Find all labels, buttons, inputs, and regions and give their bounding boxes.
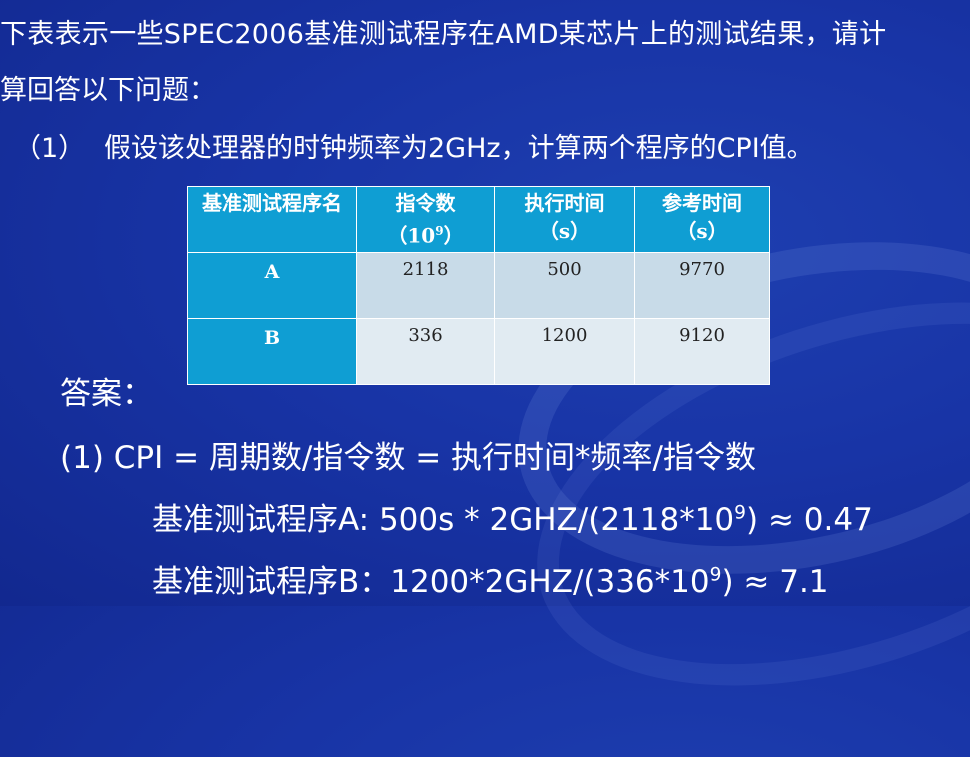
cpi-formula: (1) CPI = 周期数/指令数 = 执行时间*频率/指令数 xyxy=(60,440,756,476)
cell-ref-time: 9770 xyxy=(634,251,770,319)
calc-benchmark-b: 基准测试程序B：1200*2GHZ/(336*109) ≈ 7.1 xyxy=(152,564,829,600)
cell-ref-time: 9120 xyxy=(634,317,770,386)
cell-instructions: 2118 xyxy=(356,251,495,319)
question-number: （1） xyxy=(14,133,86,164)
cell-exec-time: 1200 xyxy=(494,317,635,386)
cell-exec-time: 500 xyxy=(494,251,635,319)
header-instruction-count: 指令数 （109） xyxy=(356,186,495,253)
benchmark-table: 基准测试程序名 指令数 （109） 执行时间 （s） 参考时间 （s） A 21… xyxy=(187,186,770,386)
header-ref-time: 参考时间 （s） xyxy=(634,186,770,253)
intro-line-1: 下表表示一些SPEC2006基准测试程序在AMD某芯片上的测试结果，请计 xyxy=(0,19,887,50)
table-row: B 336 1200 9120 xyxy=(187,317,770,386)
row-name: B xyxy=(187,317,357,386)
table-row: A 2118 500 9770 xyxy=(187,251,770,319)
cell-instructions: 336 xyxy=(356,317,495,386)
answer-label: 答案： xyxy=(60,376,153,412)
question-1: （1） 假设该处理器的时钟频率为2GHz，计算两个程序的CPI值。 xyxy=(14,126,814,165)
calc-benchmark-a: 基准测试程序A: 500s * 2GHZ/(2118*109) ≈ 0.47 xyxy=(152,502,873,538)
table-header-row: 基准测试程序名 指令数 （109） 执行时间 （s） 参考时间 （s） xyxy=(187,186,770,253)
header-benchmark-name: 基准测试程序名 xyxy=(187,186,357,253)
intro-line-2: 算回答以下问题： xyxy=(0,75,216,106)
question-text: 假设该处理器的时钟频率为2GHz，计算两个程序的CPI值。 xyxy=(104,133,814,164)
header-exec-time: 执行时间 （s） xyxy=(494,186,635,253)
row-name: A xyxy=(187,251,357,319)
